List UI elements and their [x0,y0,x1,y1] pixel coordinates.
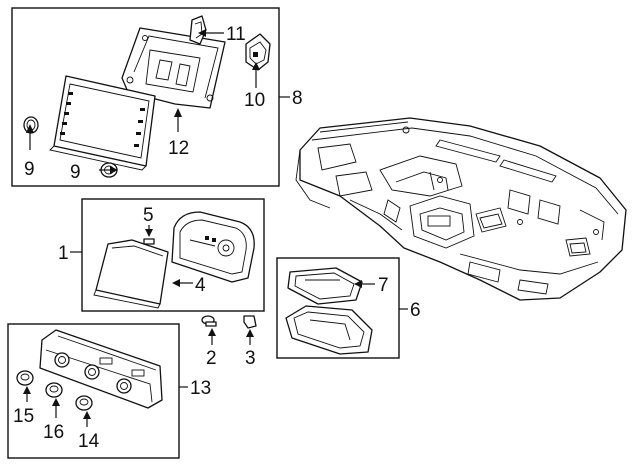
knob-9-left [23,116,39,134]
mount-bracket-11 [189,15,207,45]
callout-4: 4 [195,275,206,296]
callout-10: 10 [244,90,265,111]
group-6-frame [276,257,400,359]
callout-9b: 9 [70,162,81,183]
callout-9a: 9 [24,159,35,180]
callout-2: 2 [206,348,217,369]
callout-8: 8 [292,88,303,109]
knob-16 [45,382,63,398]
callout-5: 5 [143,205,154,226]
group-13-frame [7,323,180,459]
callout-11: 11 [226,24,246,45]
display-panel [49,75,156,171]
knob-14 [75,395,93,411]
fasteners: 2 3 [201,315,257,369]
callout-14: 14 [78,431,100,452]
clip-5 [143,238,155,245]
display-unit-group: 9 9 12 11 10 8 [11,7,303,187]
clip-3 [243,315,257,329]
cluster-meter [171,211,255,283]
callout-1: 1 [58,243,69,264]
callout-13: 13 [190,378,211,399]
callout-3: 3 [245,348,256,369]
group-1-frame [81,198,265,312]
callout-7: 7 [378,275,389,296]
glove-box-lid [287,267,363,305]
mount-bracket-10 [245,33,271,71]
callout-15: 15 [13,406,34,427]
instrument-panel-drawing [295,117,627,301]
climate-control-group: 15 16 14 13 [7,323,211,459]
glove-box-group: 7 6 [276,257,421,359]
cluster-lens [93,239,169,309]
callout-6: 6 [410,300,421,321]
callout-16: 16 [43,422,64,443]
climate-panel [39,329,163,409]
display-bracket [121,27,226,109]
cluster-group: 5 4 1 [58,198,265,312]
knob-15 [16,370,34,386]
callout-12: 12 [168,138,189,159]
screw-2 [201,315,217,327]
glove-box-bin [285,305,373,355]
